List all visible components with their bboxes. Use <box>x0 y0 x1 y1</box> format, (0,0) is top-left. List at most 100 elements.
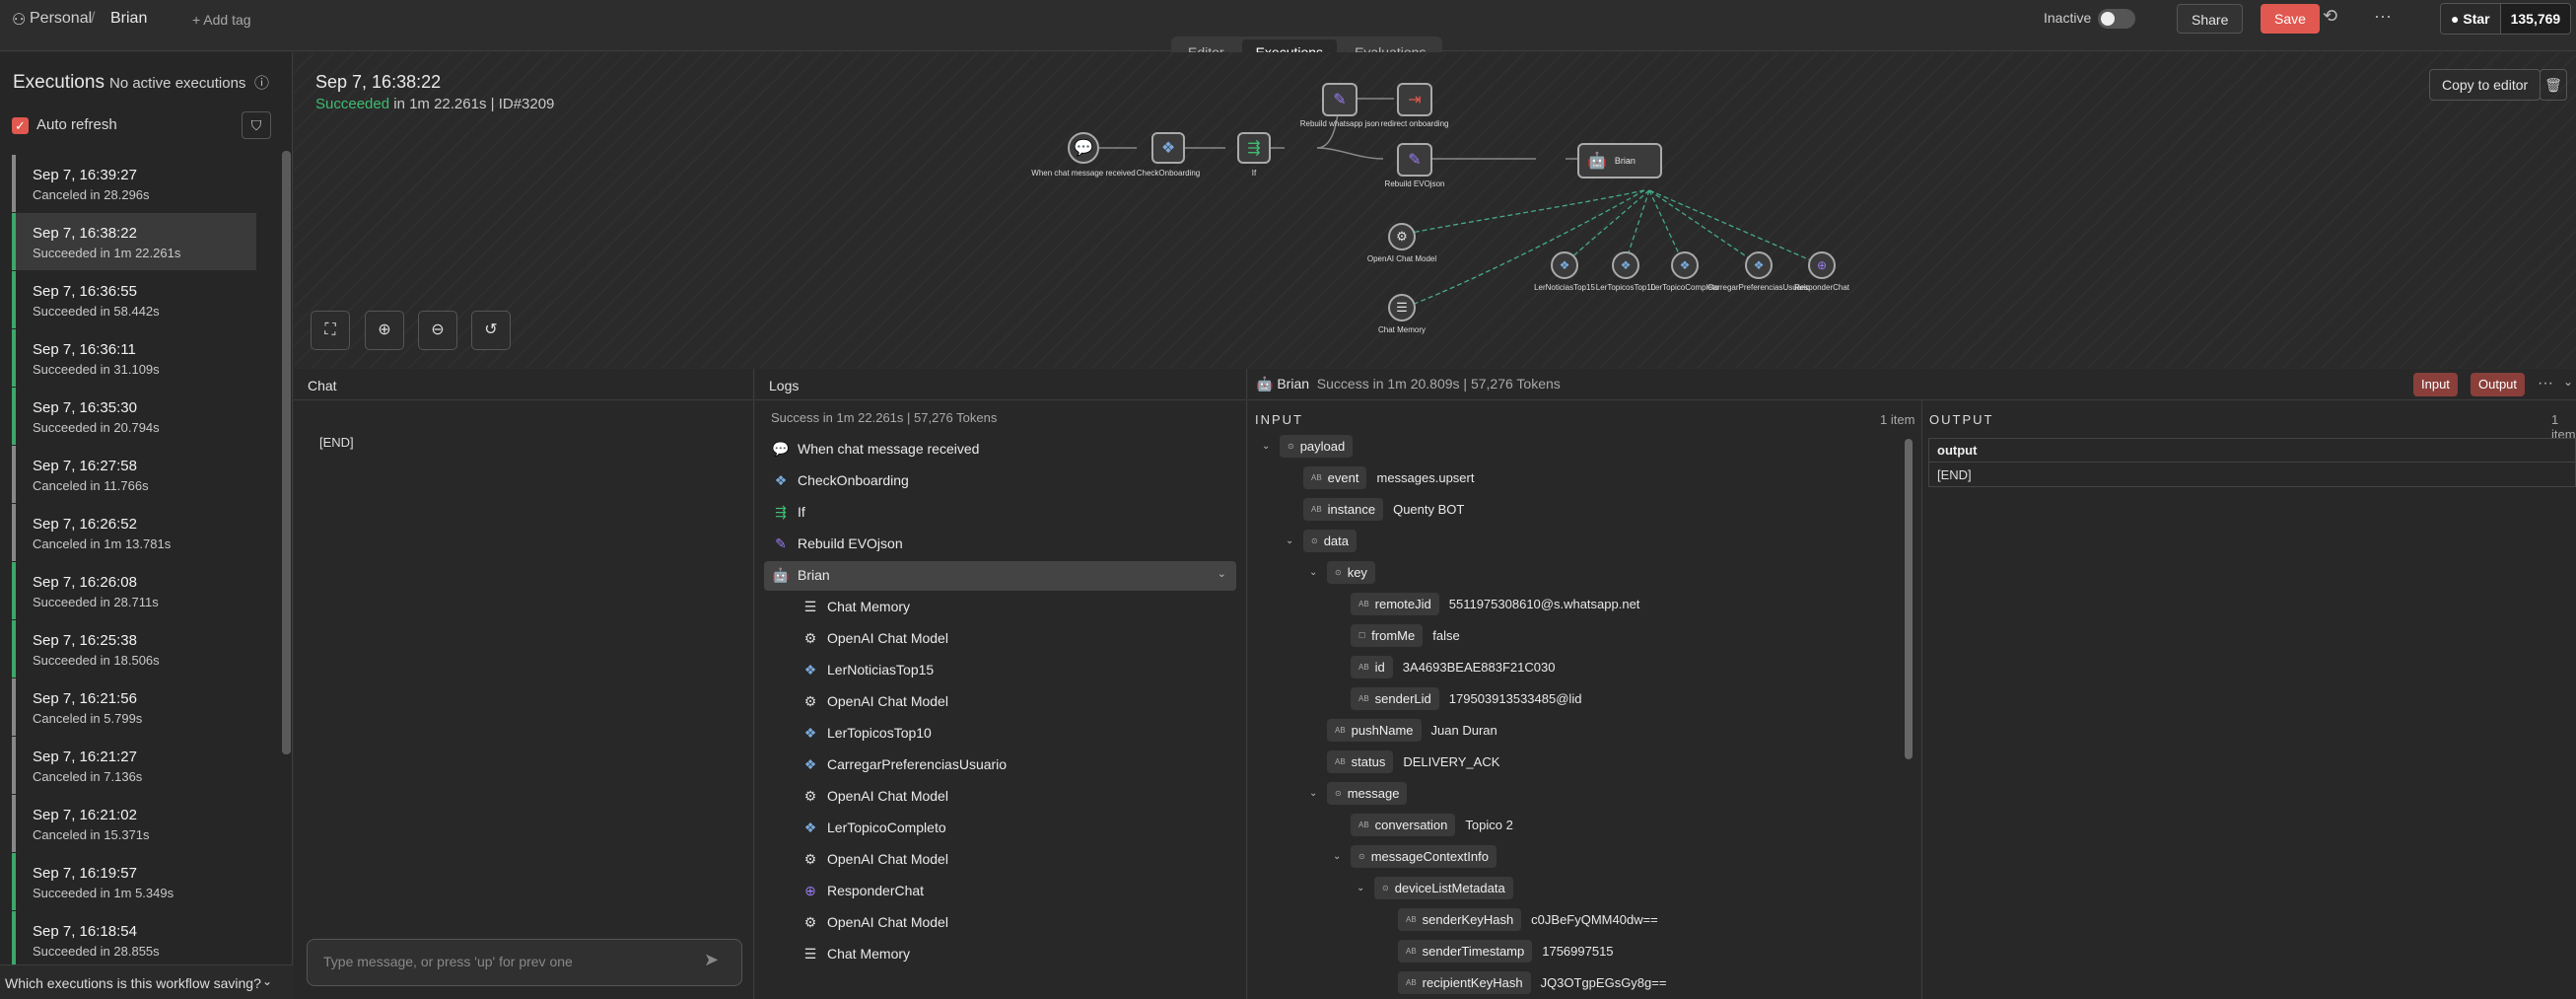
add-tag-button[interactable]: + Add tag <box>192 12 251 28</box>
field-key-text: key <box>1347 565 1367 580</box>
log-item[interactable]: ❖LerTopicoCompleto <box>764 814 1236 843</box>
log-item[interactable]: ⚙OpenAI Chat Model <box>764 845 1236 875</box>
send-icon[interactable]: ➤ <box>704 950 720 969</box>
node-chat-trigger[interactable]: 💬 <box>1068 132 1099 164</box>
save-button[interactable]: Save <box>2261 4 2320 34</box>
log-item-label: When chat message received <box>798 441 980 457</box>
node-redirect-onboarding[interactable]: ⇥ <box>1397 83 1432 116</box>
execution-time: Sep 7, 16:27:58 <box>33 458 137 474</box>
node-brian[interactable]: 🤖Brian <box>1577 143 1662 178</box>
reset-zoom-icon[interactable]: ↺ <box>471 311 511 350</box>
node-responder-chat[interactable]: ⊕ <box>1808 251 1836 279</box>
workflow-canvas[interactable] <box>294 52 2576 368</box>
node-chat-memory[interactable]: ☰ <box>1388 294 1416 321</box>
log-item[interactable]: ☰Chat Memory <box>764 593 1236 622</box>
log-item[interactable]: ❖LerTopicosTop10 <box>764 719 1236 749</box>
node-ler-topicos[interactable]: ❖ <box>1612 251 1639 279</box>
node-openai-chat-model[interactable]: ⚙ <box>1388 223 1416 250</box>
log-item[interactable]: ✎Rebuild EVOjson <box>764 530 1236 559</box>
workflow-name[interactable]: Brian <box>110 10 148 27</box>
log-item[interactable]: 🤖Brian⌄ <box>764 561 1236 591</box>
field-key-text: remoteJid <box>1374 597 1431 611</box>
execution-status: Succeeded in 18.506s <box>33 653 160 668</box>
node-carregar-preferencias[interactable]: ❖ <box>1745 251 1773 279</box>
log-item[interactable]: ❖LerNoticiasTop15 <box>764 656 1236 685</box>
node-ler-noticias[interactable]: ❖ <box>1551 251 1578 279</box>
output-toggle-button[interactable]: Output <box>2471 373 2526 396</box>
more-icon[interactable]: ··· <box>2374 6 2392 26</box>
sidebar-scrollbar[interactable] <box>282 151 291 754</box>
log-item[interactable]: ⚙OpenAI Chat Model <box>764 624 1236 654</box>
chat-input[interactable]: Type message, or press 'up' for prev one <box>307 939 742 986</box>
log-item[interactable]: ❖CarregarPreferenciasUsuario <box>764 750 1236 780</box>
github-star-button[interactable]: ● Star 135,769 <box>2440 3 2572 35</box>
node-check-onboarding[interactable]: ❖ <box>1151 132 1185 164</box>
history-icon[interactable]: ⟲ <box>2323 6 2338 26</box>
auto-refresh-label[interactable]: Auto refresh <box>36 116 117 133</box>
chat-placeholder: Type message, or press 'up' for prev one <box>323 954 573 969</box>
auto-refresh-checkbox[interactable]: ✓ <box>12 117 29 134</box>
filter-icon[interactable]: ⛉ <box>242 111 271 139</box>
info-icon[interactable]: ⓘ <box>254 75 270 92</box>
node-if[interactable]: ⇶ <box>1237 132 1271 164</box>
input-toggle-button[interactable]: Input <box>2413 373 2458 396</box>
field-key: ⊙message <box>1327 782 1408 805</box>
input-field-row[interactable]: ⌄⊙messageContextInfo <box>1333 845 1506 868</box>
log-item[interactable]: ⚙OpenAI Chat Model <box>764 687 1236 717</box>
input-field-row[interactable]: ⌄⊙payload <box>1262 435 1362 458</box>
saving-settings-dropdown[interactable]: Which executions is this workflow saving… <box>0 964 293 999</box>
database-icon: ☰ <box>803 599 817 614</box>
input-field-row[interactable]: ⌄⊙message <box>1309 782 1417 805</box>
chevron-down-icon[interactable]: ⌄ <box>2563 375 2574 389</box>
execution-status: Succeeded in 1m 5.349s <box>33 886 174 900</box>
field-key-text: data <box>1323 534 1350 548</box>
input-field-row[interactable]: ⌄⊙data <box>1286 530 1366 552</box>
postgres-icon: ❖ <box>1753 258 1765 272</box>
log-item[interactable]: ❖CheckOnboarding <box>764 466 1236 496</box>
log-item[interactable]: ⚙OpenAI Chat Model <box>764 908 1236 938</box>
input-field-row[interactable]: ⌄⊙deviceListMetadata <box>1357 877 1523 899</box>
log-item[interactable]: ☰Chat Memory <box>764 940 1236 969</box>
breadcrumb-personal[interactable]: Personal <box>30 10 93 27</box>
trash-icon[interactable]: 🗑 <box>2540 69 2567 101</box>
node-ler-topico-completo[interactable]: ❖ <box>1671 251 1699 279</box>
log-item[interactable]: ⇶If <box>764 498 1236 528</box>
openai-icon: ⚙ <box>803 788 817 804</box>
redirect-icon: ⇥ <box>1408 92 1422 108</box>
share-button[interactable]: Share <box>2177 4 2244 34</box>
log-item-label: LerTopicosTop10 <box>827 725 932 741</box>
zoom-out-icon[interactable]: ⊖ <box>418 311 457 350</box>
node-rebuild-whatsapp[interactable]: ✎ <box>1322 83 1358 116</box>
copy-to-editor-button[interactable]: Copy to editor <box>2429 69 2541 101</box>
zoom-in-icon[interactable]: ⊕ <box>365 311 404 350</box>
more-icon[interactable]: ··· <box>2538 375 2553 392</box>
fit-view-icon[interactable]: ⛶ <box>311 311 350 350</box>
log-item[interactable]: 💬When chat message received <box>764 435 1236 464</box>
log-item[interactable]: ⚙OpenAI Chat Model <box>764 782 1236 812</box>
active-toggle[interactable] <box>2098 9 2135 29</box>
input-field-row[interactable]: ⌄⊙key <box>1309 561 1385 584</box>
field-key-text: senderLid <box>1374 691 1431 706</box>
input-scrollbar[interactable] <box>1905 439 1913 759</box>
node-label: OpenAI Chat Model <box>1366 254 1437 263</box>
node-rebuild-evojson[interactable]: ✎ <box>1397 143 1432 177</box>
log-item[interactable]: ⊕ResponderChat <box>764 877 1236 906</box>
